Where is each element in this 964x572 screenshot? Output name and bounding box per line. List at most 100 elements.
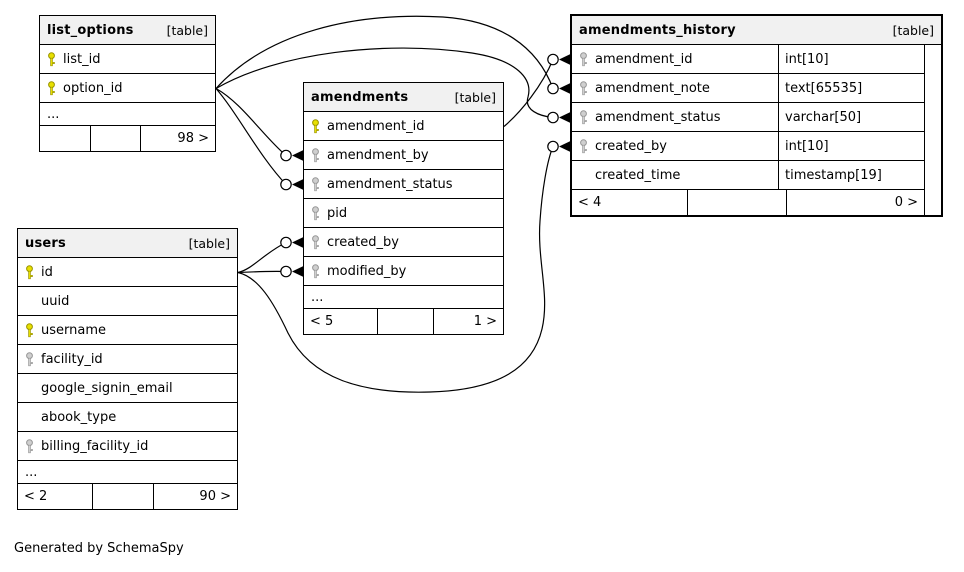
column-type: int[10] (778, 45, 917, 73)
schemaspy-credit: Generated by SchemaSpy (14, 541, 184, 556)
column-row-google_signin_email: google_signin_email (18, 374, 237, 403)
column-row-username: username (18, 316, 237, 345)
table-type-badge: [table] (454, 89, 496, 105)
column-name: ... (311, 289, 324, 305)
table-header: amendments_history [table] (572, 16, 941, 45)
column-type: varchar[50] (778, 103, 917, 131)
primary-key-icon (26, 322, 33, 337)
footer-middle-cell (91, 126, 141, 151)
foreign-key-icon (312, 263, 319, 278)
table-footer: < 5 1 > (304, 309, 503, 334)
column-row-amendment_id: amendment_id (304, 112, 503, 141)
table-columns: list_id option_id... (40, 45, 215, 126)
footer-middle-cell (93, 484, 154, 509)
relationship-line-list_options-option_id-to-amendments_history-amendment_note (215, 15, 554, 89)
footer-children-count: 98 > (177, 131, 209, 146)
table-type-badge: [table] (892, 22, 934, 38)
column-name: uuid (41, 293, 70, 309)
more-columns-row: ... (40, 103, 215, 126)
table-name: amendments (311, 89, 409, 105)
table-node-list_options[interactable]: list_options [table] list_id option_id..… (39, 15, 216, 152)
table-name: list_options (47, 22, 134, 38)
column-row-modified_by: modified_by (304, 257, 503, 286)
foreign-key-icon (580, 138, 587, 153)
column-name: amendment_id (595, 51, 693, 67)
table-footer: < 4 0 > (572, 190, 924, 215)
child-anchor-strip (924, 45, 941, 215)
foreign-key-icon (312, 234, 319, 249)
connector-arrow-icon (292, 266, 303, 277)
foreign-key-icon (312, 176, 319, 191)
column-row-pid: pid (304, 199, 503, 228)
table-columns: id uuid username facility_id google_signin… (18, 258, 237, 484)
footer-children-count: 90 > (199, 489, 231, 504)
footer-parents-count (40, 126, 91, 151)
column-name: amendment_id (327, 118, 425, 134)
column-name: amendment_status (595, 109, 721, 125)
foreign-key-icon (580, 109, 587, 124)
column-name: modified_by (327, 263, 407, 279)
footer-middle-cell (688, 190, 787, 215)
column-name: amendment_note (595, 80, 710, 96)
table-body: amendment_id int[10] amendment_note text[6… (572, 45, 941, 215)
connector-circle-icon (547, 53, 559, 66)
table-header: users [table] (18, 229, 237, 258)
table-header: amendments [table] (304, 83, 503, 112)
column-row-facility_id: facility_id (18, 345, 237, 374)
relationship-line-amendments-amendment_id-to-amendments_history-amendment_id (503, 59, 554, 127)
connector-arrow-icon (559, 54, 570, 65)
foreign-key-icon (26, 351, 33, 366)
column-name: option_id (63, 80, 123, 96)
column-name: ... (47, 106, 60, 122)
foreign-key-icon (26, 438, 33, 453)
connector-circle-icon (547, 140, 559, 153)
column-row-billing_facility_id: billing_facility_id (18, 432, 237, 461)
footer-parents-count: < 4 (572, 190, 688, 215)
connector-arrow-icon (292, 237, 303, 248)
foreign-key-icon (312, 147, 319, 162)
column-name: id (41, 264, 53, 280)
table-node-users[interactable]: users [table] id uuid username facility_i… (17, 228, 238, 510)
column-row-abook_type: abook_type (18, 403, 237, 432)
connector-arrow-icon (559, 83, 570, 94)
column-row-uuid: uuid (18, 287, 237, 316)
table-node-amendments[interactable]: amendments [table] amendment_id amendmen… (303, 82, 504, 335)
column-name: google_signin_email (41, 380, 173, 396)
foreign-key-icon (580, 51, 587, 66)
primary-key-icon (26, 264, 33, 279)
column-type: int[10] (778, 132, 917, 160)
connector-circle-icon (547, 82, 559, 95)
footer-parents-count: < 2 (18, 484, 93, 509)
table-type-badge: [table] (188, 235, 230, 251)
column-row-amendment_id: amendment_id int[10] (572, 45, 924, 74)
relationship-line-list_options-option_id-to-amendments-amendment_status (215, 88, 287, 185)
column-row-option_id: option_id (40, 74, 215, 103)
column-name: billing_facility_id (41, 438, 149, 454)
connector-circle-icon (547, 111, 559, 124)
column-name: abook_type (41, 409, 117, 425)
table-name: amendments_history (579, 22, 736, 38)
table-footer: 98 > (40, 126, 215, 151)
column-name: created_by (327, 234, 399, 250)
connector-arrow-icon (559, 112, 570, 123)
column-name: pid (327, 205, 348, 221)
connector-arrow-icon (292, 150, 303, 161)
connector-circle-icon (280, 149, 292, 162)
footer-parents-count: < 5 (304, 309, 378, 334)
column-row-amendment_by: amendment_by (304, 141, 503, 170)
table-columns: amendment_id int[10] amendment_note text[6… (572, 45, 924, 190)
table-columns: amendment_id amendment_by amendment_stat… (304, 112, 503, 309)
column-type: text[65535] (778, 74, 917, 102)
footer-children-count: 1 > (473, 314, 497, 329)
column-row-id: id (18, 258, 237, 287)
relationship-line-users-id-to-amendments-created_by (237, 241, 287, 274)
column-name: created_by (595, 138, 667, 154)
connector-circle-icon (280, 178, 292, 191)
column-row-amendment_note: amendment_note text[65535] (572, 74, 924, 103)
connector-circle-icon (280, 236, 292, 249)
column-name: username (41, 322, 106, 338)
column-name: amendment_by (327, 147, 429, 163)
